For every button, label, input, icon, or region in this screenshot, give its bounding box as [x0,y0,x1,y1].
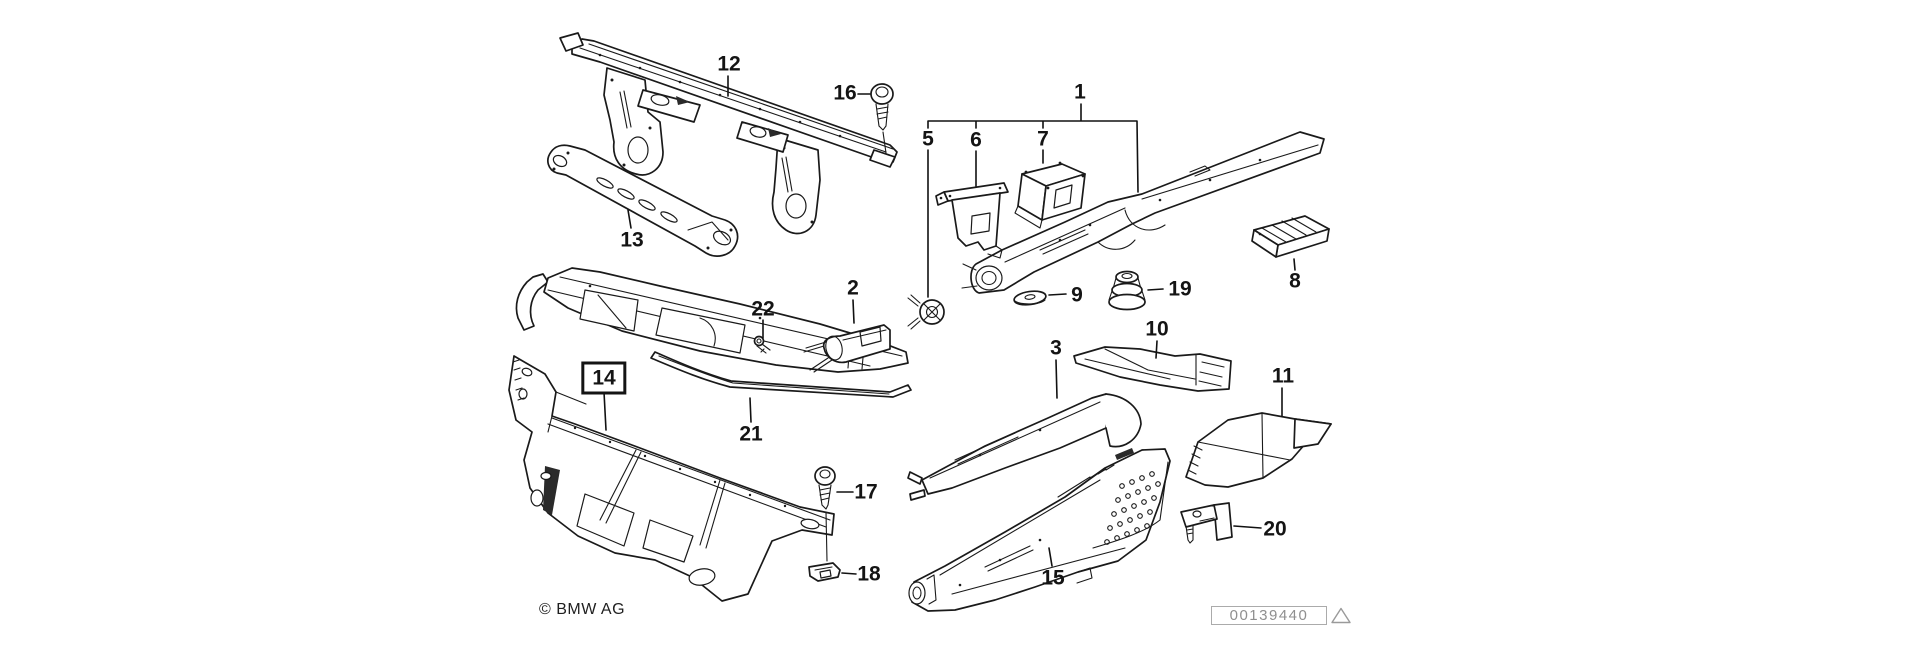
leader-lines [603,75,1296,575]
part-drawing-1 [961,131,1325,294]
callout-3[interactable]: 3 [1050,336,1062,360]
part-drawing-5 [907,294,945,330]
part-drawing-11 [1185,412,1332,488]
part-drawing-15 [908,448,1171,612]
callout-22[interactable]: 22 [751,297,775,321]
part-drawing-10 [1073,346,1232,392]
part-drawing-grille-carrier [515,267,909,373]
part-drawing-7 [1014,161,1086,229]
callout-1[interactable]: 1 [1074,80,1086,104]
callout-21[interactable]: 21 [739,422,763,446]
callout-12[interactable]: 12 [717,52,741,76]
part-drawing-17 [814,466,836,562]
callout-7[interactable]: 7 [1037,127,1049,151]
callout-17[interactable]: 17 [854,480,878,504]
doc-number-box: 00139440 [1211,606,1327,625]
part-drawing-12 [559,32,898,235]
copyright-text: © BMW AG [539,601,626,618]
callout-20[interactable]: 20 [1263,517,1287,541]
part-drawing-9 [1013,290,1047,306]
callout-10[interactable]: 10 [1145,317,1169,341]
part-drawing-16 [870,83,894,154]
doc-number: 00139440 [1229,607,1309,624]
callout-2[interactable]: 2 [847,276,859,300]
part-drawing-22 [753,335,771,354]
part-drawing-20 [1180,502,1233,544]
part-drawing-6 [935,182,1009,259]
callout-18[interactable]: 18 [857,562,881,586]
part-drawing-2 [803,324,891,373]
part-drawing-3 [907,393,1142,501]
callout-11[interactable]: 11 [1271,364,1295,388]
callout-19[interactable]: 19 [1168,277,1192,301]
part-drawing-19 [1108,270,1146,311]
part-drawing-8 [1251,215,1330,258]
callout-6[interactable]: 6 [970,128,982,152]
callout-8[interactable]: 8 [1289,269,1301,293]
warning-triangle-icon [1331,607,1351,624]
part-drawing-14 [508,355,835,602]
callout-5[interactable]: 5 [922,127,934,151]
callout-14[interactable]: 14 [581,361,627,395]
callout-15[interactable]: 15 [1041,566,1065,590]
part-drawing-18 [808,562,841,582]
part-drawing-21 [650,351,912,398]
callout-9[interactable]: 9 [1071,283,1083,307]
callout-16[interactable]: 16 [833,81,857,105]
part-drawing-13 [547,144,739,257]
callout-13[interactable]: 13 [620,228,644,252]
